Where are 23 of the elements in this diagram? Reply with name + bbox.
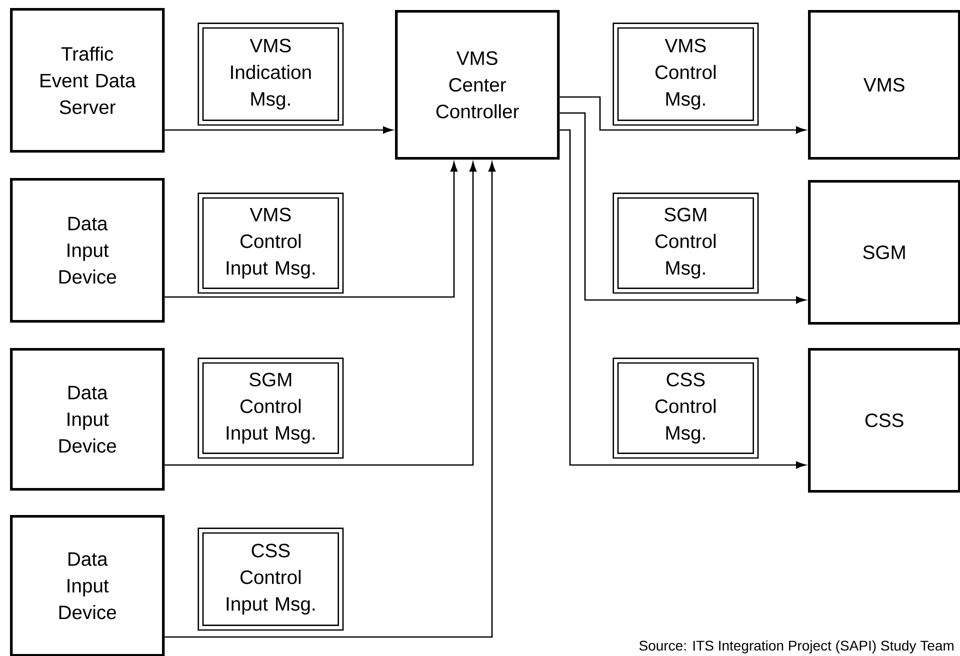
arrow [164,162,477,466]
message-box: VMS Indication Msg. [198,22,344,126]
message-box: SGM Control Msg. [612,192,759,294]
process-box: Traffic Event Data Server [10,8,165,153]
message-box: CSS Control Input Msg. [198,528,344,631]
process-box: VMS [808,10,960,160]
message-box: VMS Control Msg. [612,22,759,126]
process-box: Data Input Device [10,348,165,491]
process-box: Data Input Device [10,515,165,656]
process-box: SGM [808,180,960,325]
process-box: CSS [808,348,960,493]
message-box: SGM Control Input Msg. [198,358,344,459]
source-note: Source: ITS Integration Project (SAPI) Study Team [639,640,954,654]
process-box: VMS Center Controller [395,10,560,160]
arrow [560,96,806,134]
arrow [164,162,458,298]
message-box: VMS Control Input Msg. [198,192,344,294]
arrow [560,112,806,304]
message-box: CSS Control Msg. [612,358,759,459]
arrow [164,126,393,134]
process-box: Data Input Device [10,178,165,323]
arrow [164,162,496,638]
arrow [560,129,806,469]
